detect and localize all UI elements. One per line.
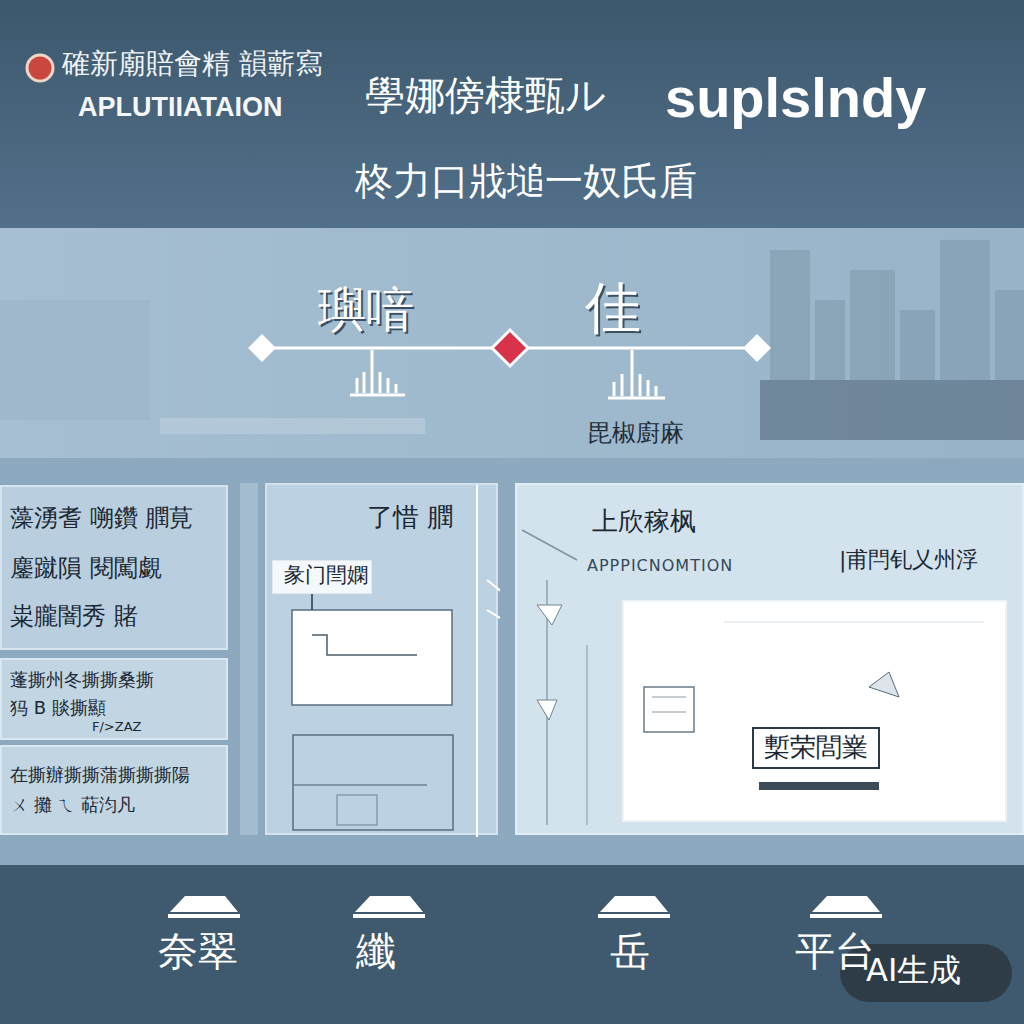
footer-label: 岳	[610, 928, 650, 974]
panel-text: APPPICNOMTION	[587, 557, 733, 575]
comb-icon	[608, 350, 665, 398]
text-panel: 在撕辦撕撕蒲撕撕撕陽ㄨ 攤 ㄟ 萜汮凡	[0, 745, 228, 835]
header-band	[0, 0, 1024, 228]
panel-text: 在撕辦撕撕蒲撕撕撕陽	[10, 765, 190, 786]
diagram-panel: 了惜 膶彖门閆嫻	[265, 483, 498, 835]
panel-text: F/>ZAZ	[92, 720, 141, 735]
panel-text: 藻湧耆 嗍鑽 膶莧	[10, 505, 193, 533]
subtitle-text: 柊力口戕塠一奴氏盾	[355, 160, 697, 204]
timeline-icon-text: 佳	[585, 276, 641, 340]
panel-text: 了惜 膶	[367, 503, 453, 533]
footer-icon	[168, 896, 882, 918]
timeline-band	[0, 228, 1024, 458]
timeline-label: 毘椒廚麻	[588, 420, 684, 448]
footer-label: 奈翠	[158, 928, 238, 974]
timeline-diamond	[743, 334, 771, 362]
timeline-icon-text: 璵喑	[318, 282, 414, 337]
screen-box: 槧荣閭嶪	[622, 600, 1007, 822]
panel-separator	[240, 483, 258, 835]
faint-text-bar	[160, 418, 425, 434]
header-text: APLUTIIATAION	[78, 92, 282, 123]
logo-mark	[27, 55, 53, 81]
panel-text: ㄨ 攤 ㄟ 萜汮凡	[10, 795, 135, 816]
panel-text: 蓬撕州冬撕撕桑撕	[10, 670, 154, 691]
footer-label: 平台	[795, 928, 875, 974]
footer-band	[0, 865, 1024, 1024]
panel-text: 粜朧闇秀 賭	[10, 603, 138, 631]
header-title: suplslndy	[665, 66, 926, 130]
watermark: AI生成	[866, 952, 961, 989]
timeline-center-diamond	[492, 330, 528, 366]
text-panel: 藻湧耆 嗍鑽 膶莧鏖蹴隕 閱闖覷粜朧闇秀 賭	[0, 485, 228, 650]
panel-text: 上欣稼枫	[592, 507, 696, 537]
panel-text: 彖门閆嫻	[284, 564, 368, 588]
panel-text: |甫閂钆乂州浮	[839, 547, 978, 572]
header-text: 學娜傍棣甄ル	[365, 72, 606, 118]
text-panel: 蓬撕州冬撕撕桑撕犸 B 賧撕顯F/>ZAZ	[0, 658, 228, 740]
label-bar: 彖门閆嫻	[272, 560, 372, 594]
screen-sketch	[624, 602, 1009, 824]
panel-text: 犸 B 賧撕顯	[10, 698, 106, 719]
timeline-diamond	[248, 334, 276, 362]
application-panel: 上欣稼枫 APPPICNOMTION |甫閂钆乂州浮槧荣閭嶪	[515, 483, 1024, 835]
header-text: 確新廟賠會精 韻蘄寫	[62, 48, 323, 80]
panel-sketch	[267, 485, 500, 837]
footer-label: 纖	[356, 928, 396, 974]
comb-icon	[350, 350, 405, 395]
city-skyline	[0, 240, 1024, 440]
panel-text: 鏖蹴隕 閱闖覷	[10, 555, 162, 583]
panel-text: 槧荣閭嶪	[752, 727, 880, 769]
content-ground	[0, 458, 1024, 866]
